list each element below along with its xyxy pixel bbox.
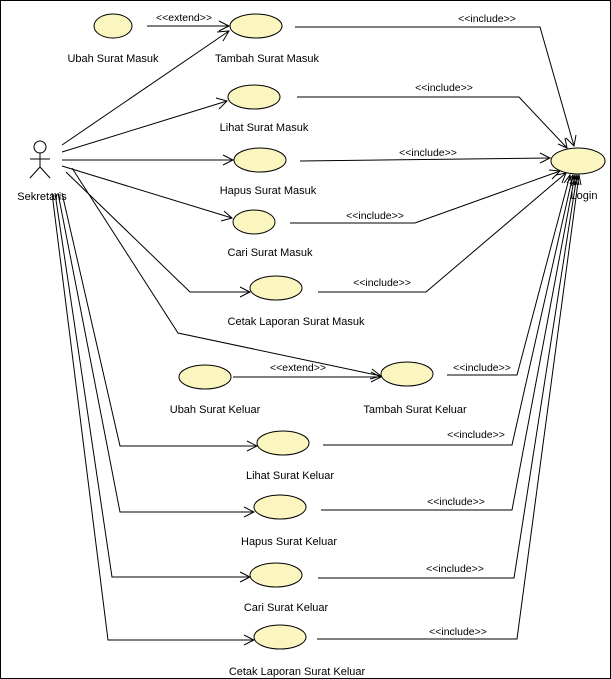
extend-label-surat-masuk: <<extend>>	[156, 12, 212, 24]
use-case-cetak-laporan-surat-masuk[interactable]	[249, 275, 303, 301]
label-ubah-surat-masuk: Ubah Surat Masuk	[67, 53, 159, 65]
include-label: <<include>>	[399, 147, 457, 159]
arrowhead	[218, 20, 231, 32]
label-tambah-surat-masuk: Tambah Surat Masuk	[215, 53, 319, 65]
label-lihat-surat-masuk: Lihat Surat Masuk	[220, 122, 309, 134]
use-case-cari-surat-masuk[interactable]	[232, 209, 276, 235]
include-label: <<include>>	[353, 277, 411, 289]
label-hapus-surat-keluar: Hapus Surat Keluar	[241, 536, 337, 548]
label-cetak-laporan-surat-keluar: Cetak Laporan Surat Keluar	[229, 666, 366, 678]
include-label: <<include>>	[346, 210, 404, 222]
label-ubah-surat-keluar: Ubah Surat Keluar	[170, 404, 261, 416]
arrowhead	[566, 173, 576, 186]
include-relationships: <<include>> <<include>> <<include>> <<in…	[290, 13, 582, 640]
association-hapus-surat-keluar	[57, 192, 254, 513]
include-tambah-surat-masuk	[295, 26, 575, 147]
actor-sekretaris[interactable]: Sekretaris	[17, 140, 67, 203]
use-case-ubah-surat-keluar[interactable]	[178, 364, 232, 390]
arrowhead	[216, 30, 230, 42]
extend-label-surat-keluar: <<extend>>	[270, 362, 326, 374]
label-cari-surat-masuk: Cari Surat Masuk	[228, 247, 313, 259]
arrowhead	[573, 173, 582, 186]
actor-head-icon	[33, 140, 47, 154]
use-case-hapus-surat-masuk[interactable]	[233, 147, 287, 173]
association-lihat-surat-keluar	[61, 192, 257, 447]
include-lihat-surat-masuk	[297, 96, 568, 149]
label-cari-surat-keluar: Cari Surat Keluar	[244, 602, 329, 614]
include-label: <<include>>	[415, 82, 473, 94]
include-label: <<include>>	[447, 429, 505, 441]
association-tambah-surat-masuk	[61, 30, 230, 146]
arrowhead	[557, 137, 568, 149]
label-lihat-surat-keluar: Lihat Surat Keluar	[246, 470, 334, 482]
arrowhead	[215, 97, 228, 110]
include-label: <<include>>	[427, 496, 485, 508]
actor-left-leg	[29, 166, 41, 179]
use-case-tambah-surat-keluar[interactable]	[380, 361, 434, 387]
label-tambah-surat-keluar: Tambah Surat Keluar	[363, 404, 467, 416]
include-hapus-surat-keluar	[321, 174, 576, 511]
include-label: <<include>>	[426, 563, 484, 575]
association-cetak-laporan-surat-keluar	[51, 192, 254, 641]
arrowhead	[548, 169, 562, 180]
association-cetak-laporan-surat-masuk	[65, 171, 250, 293]
actor-associations	[51, 30, 383, 646]
use-case-lihat-surat-masuk[interactable]	[227, 84, 281, 110]
use-case-login[interactable]	[550, 147, 606, 175]
actor-right-leg	[39, 166, 51, 179]
use-case-ubah-surat-masuk[interactable]	[93, 13, 133, 39]
use-case-tambah-surat-masuk[interactable]	[229, 13, 283, 39]
use-case-cetak-laporan-surat-keluar[interactable]	[253, 624, 307, 650]
arrowhead	[222, 154, 235, 166]
label-cetak-laporan-surat-masuk: Cetak Laporan Surat Masuk	[228, 316, 365, 328]
arrowhead	[555, 172, 567, 184]
include-label: <<include>>	[429, 626, 487, 638]
label-login: Login	[571, 190, 598, 202]
label-hapus-surat-masuk: Hapus Surat Masuk	[220, 185, 317, 197]
use-case-lihat-surat-keluar[interactable]	[256, 430, 310, 456]
arrowhead	[370, 371, 383, 383]
arrowhead	[243, 506, 256, 518]
include-cetak-laporan-surat-keluar	[317, 174, 580, 640]
arrowhead	[246, 440, 259, 452]
include-cari-surat-masuk	[290, 170, 561, 224]
arrowhead	[539, 152, 552, 164]
include-label: <<include>>	[458, 13, 516, 25]
arrowhead	[220, 210, 234, 222]
association-lihat-surat-masuk	[61, 100, 228, 153]
include-cetak-laporan-surat-masuk	[318, 172, 567, 293]
arrowhead	[565, 134, 577, 148]
include-cari-surat-keluar	[318, 174, 578, 579]
use-case-hapus-surat-keluar[interactable]	[253, 494, 307, 520]
include-tambah-surat-keluar	[447, 174, 571, 376]
extend-relationships: <<extend>> <<extend>>	[147, 12, 383, 383]
arrowhead	[239, 286, 252, 298]
arrowhead	[243, 634, 256, 646]
association-cari-surat-masuk	[61, 165, 233, 219]
include-label: <<include>>	[453, 362, 511, 374]
association-tambah-surat-keluar	[71, 167, 382, 377]
arrowhead	[369, 368, 383, 380]
include-lihat-surat-keluar	[323, 174, 574, 446]
arrowhead	[239, 571, 252, 583]
include-hapus-surat-masuk	[299, 157, 551, 162]
use-case-cari-surat-keluar[interactable]	[249, 562, 303, 588]
association-cari-surat-keluar	[54, 192, 250, 578]
